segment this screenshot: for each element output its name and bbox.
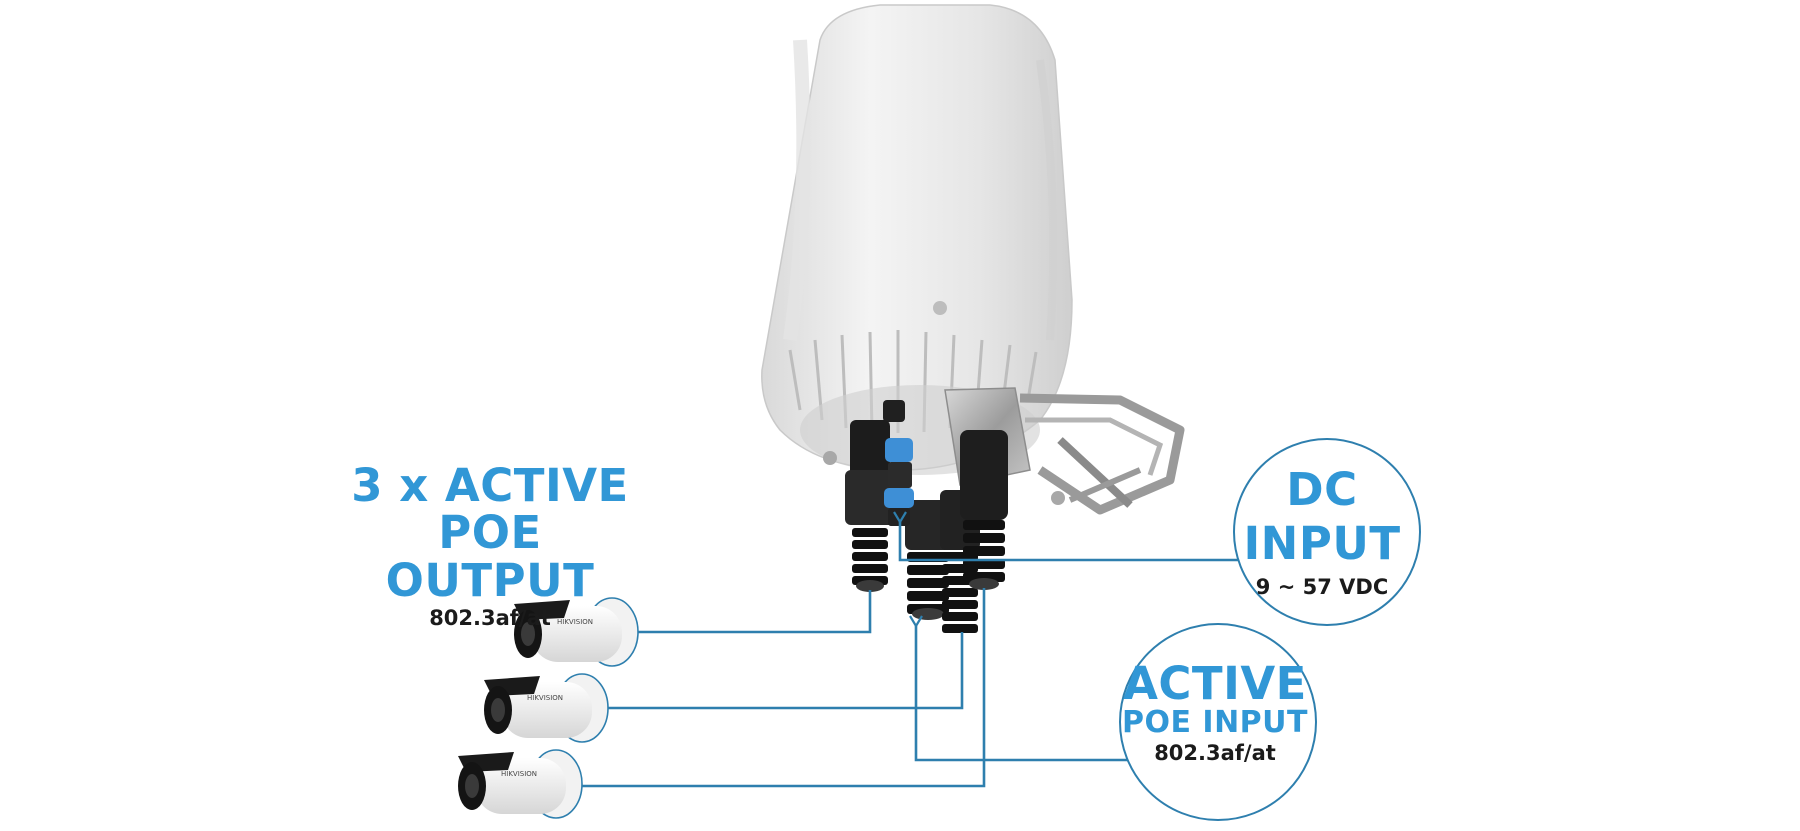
dc-input-title-line2: INPUT [1243,517,1401,570]
camera-brand: HIKVISION [557,618,593,626]
poe-input-spec: 802.3af/at [1154,740,1276,765]
poe-input-circle [1119,623,1317,821]
connector-lines [568,522,1240,786]
dc-connector-blue [884,438,914,526]
dc-input-title-line1: DC [1286,463,1358,516]
gland-right [960,430,1008,590]
router-device [761,4,1073,505]
poe-input-title-line1: ACTIVE [1123,657,1307,710]
camera-3: HIKVISION [458,749,583,819]
poe-output-label: 3 x ACTIVE POE OUTPUT 802.3af/at [330,462,650,630]
poe-output-title-line1: 3 x ACTIVE [351,459,629,512]
poe-output-line-1 [625,590,872,632]
camera-1: HIKVISION [514,597,639,667]
camera-brand: HIKVISION [527,694,563,702]
poe-output-line-3 [568,588,986,786]
dc-input-label: DC INPUT 9 ~ 57 VDC [1232,463,1412,599]
connector-glands [845,400,1008,633]
poe-input-label: ACTIVE POE INPUT 802.3af/at [1110,660,1320,765]
poe-output-spec: 802.3af/at [429,605,551,630]
dc-input-line [900,522,1240,562]
camera-2: HIKVISION [484,673,609,743]
poe-output-title-line2: POE OUTPUT [385,506,595,607]
poe-input-line [916,626,1130,762]
dc-input-spec: 9 ~ 57 VDC [1255,575,1389,599]
gland-left [845,420,895,592]
poe-output-line-2 [590,632,964,708]
dc-input-circle [1233,438,1421,626]
camera-brand: HIKVISION [501,770,537,778]
poe-input-title-line2: POE INPUT [1121,705,1308,741]
